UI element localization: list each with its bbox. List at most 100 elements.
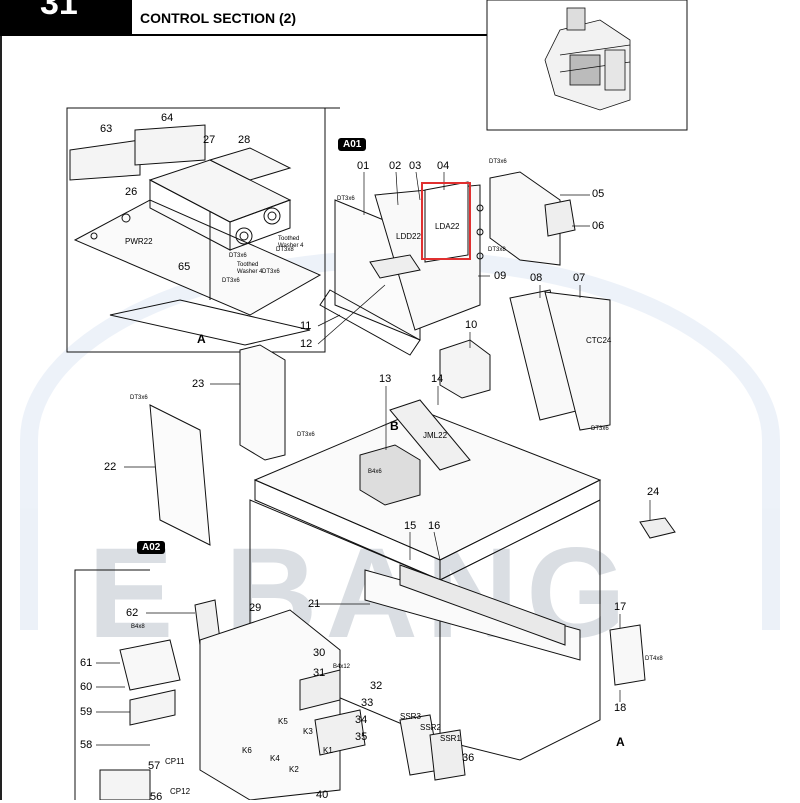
callout-11: 11: [300, 320, 312, 332]
board-label-cp12: CP12: [170, 787, 191, 796]
screw-label-b4x6: B4x6: [368, 469, 382, 475]
board-label-ssr1: SSR1: [440, 734, 461, 743]
screw-label-dt3x6-c: DT3x6: [229, 253, 247, 259]
callout-64: 64: [161, 112, 174, 124]
callout-65: 65: [178, 261, 191, 273]
callout-60: 60: [80, 681, 93, 693]
center-chassis: [253, 399, 602, 581]
highlight-box-lda22: [421, 182, 471, 260]
section-number: 31: [40, 0, 78, 22]
washer-label-1: Toothed Washer 4: [278, 236, 304, 249]
a01-detail-frame: [66, 107, 340, 353]
screw-label-dt3x6-d: DT3x6: [222, 278, 240, 284]
callout-27: 27: [203, 134, 216, 146]
locator-machine-icon: [544, 7, 631, 111]
callout-15: 15: [404, 520, 417, 532]
board-label-pwr22: PWR22: [125, 237, 153, 246]
screw-label-dt3x8-b: DT3x8: [276, 247, 294, 253]
header-rule: [0, 34, 487, 36]
callout-36: 36: [462, 752, 475, 764]
screw-label-dt3x6-f: DT3x6: [297, 432, 315, 438]
board-label-k5: K5: [278, 717, 288, 726]
callout-08: 08: [530, 272, 543, 284]
callout-59: 59: [80, 706, 93, 718]
callout-07: 07: [573, 272, 586, 284]
screw-label-dt3x6-e: DT3x6: [130, 395, 148, 401]
a02-detail-frame: [74, 569, 150, 800]
locator-inset-frame: [486, 0, 688, 131]
lower-cabinet: [249, 499, 601, 761]
part-10: [439, 339, 491, 399]
section-number-tab: 31: [0, 0, 130, 34]
callout-16: 16: [428, 520, 441, 532]
callout-40: 40: [316, 789, 329, 801]
screw-label-dt4x8: DT4x8: [645, 656, 663, 662]
washer-label-2: Toothed Washer 4: [237, 262, 263, 275]
callout-23: 23: [192, 378, 205, 390]
board-label-k2: K2: [289, 765, 299, 774]
callout-32: 32: [370, 680, 383, 692]
board-label-cp11: CP11: [165, 757, 185, 766]
callout-26: 26: [125, 186, 138, 198]
board-label-k1: K1: [323, 746, 333, 755]
callout-29: 29: [249, 602, 262, 614]
side-panels: [149, 344, 286, 546]
callout-18: 18: [614, 702, 627, 714]
screw-label-b4x12: B4x12: [333, 664, 351, 670]
screw-label-dt3x6-h: DT3x6: [262, 269, 280, 275]
callout-58: 58: [80, 739, 93, 751]
callout-14: 14: [431, 373, 444, 385]
board-label-k4: K4: [270, 754, 280, 763]
callout-28: 28: [238, 134, 251, 146]
callout-31: 31: [313, 667, 326, 679]
part-17: [609, 624, 646, 686]
callout-21: 21: [308, 598, 321, 610]
board-label-jml22: JML22: [423, 431, 448, 440]
board-label-ldd22: LDD22: [396, 232, 421, 241]
board-label-ssr2: SSR2: [420, 723, 441, 732]
callout-57: 57: [148, 760, 161, 772]
callout-62: 62: [126, 607, 139, 619]
right-brackets: [476, 171, 611, 431]
board-label-ctc24: CTC24: [586, 336, 612, 345]
callout-63: 63: [100, 123, 113, 135]
board-label-lda22: LDA22: [435, 222, 460, 231]
a02-components: [99, 599, 466, 800]
callout-10: 10: [465, 319, 478, 331]
callout-03: 03: [409, 160, 422, 172]
callout-56: 56: [150, 791, 163, 803]
screw-label-dt3x6-a: DT3x6: [489, 159, 507, 165]
callout-17: 17: [614, 601, 627, 613]
board-label-ssr3: SSR3: [400, 712, 421, 721]
callout-13: 13: [379, 373, 392, 385]
callout-33: 33: [361, 697, 374, 709]
board-label-k6: K6: [242, 746, 252, 755]
screw-label-dt3x8-a: DT3x8: [488, 247, 506, 253]
callout-34: 34: [355, 714, 368, 726]
page-title: CONTROL SECTION (2): [140, 10, 297, 26]
screw-label-dt3x6-b: DT3x6: [337, 196, 355, 202]
callout-35: 35: [355, 731, 368, 743]
reference-letter-b: B: [390, 419, 399, 433]
page-left-border: [0, 0, 2, 800]
callout-02: 02: [389, 160, 402, 172]
part-24: [639, 517, 676, 539]
main-frame-panel: [319, 181, 481, 356]
psu-assembly: [69, 124, 322, 346]
screw-label-b4x8: B4x8: [131, 624, 145, 630]
callout-22: 22: [104, 461, 117, 473]
section-tag-a02: A02: [137, 541, 166, 554]
callout-09: 09: [494, 270, 507, 282]
screw-label-dt3x6-g: DT3x6: [591, 426, 609, 432]
header-divider: [130, 0, 132, 35]
callout-05: 05: [592, 188, 605, 200]
callout-12: 12: [300, 338, 313, 350]
callout-06: 06: [592, 220, 605, 232]
callout-24: 24: [647, 486, 660, 498]
leader-lines: [96, 171, 651, 746]
reference-letter-a-right: A: [616, 735, 625, 749]
reference-letter-a-top: A: [197, 332, 206, 346]
callout-04: 04: [437, 160, 450, 172]
